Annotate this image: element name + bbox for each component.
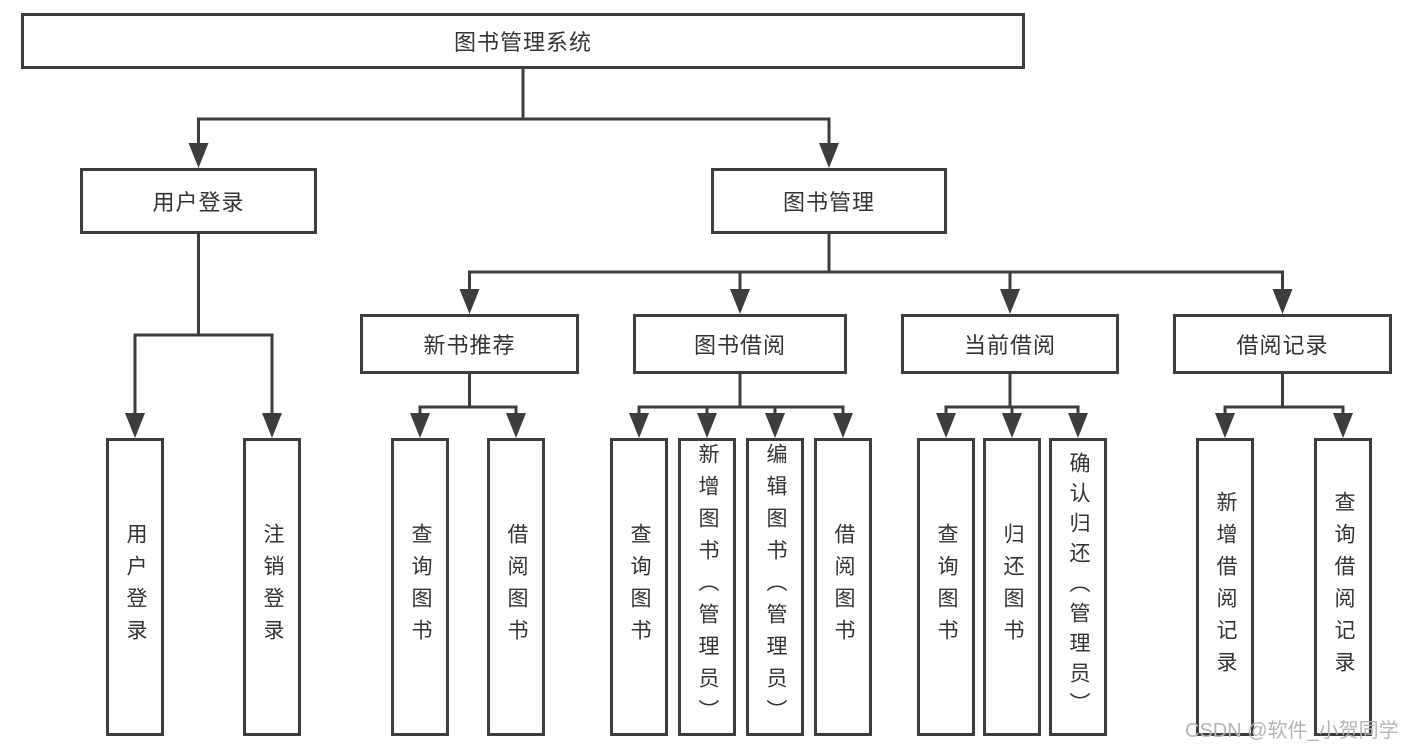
arrowhead-icon: [936, 413, 956, 438]
node-current-borrowing: 当前借阅: [901, 314, 1119, 374]
node-user-login: 用户登录: [80, 168, 317, 234]
connector-line: [197, 117, 831, 158]
leaf-query-books: 查询图书: [917, 438, 975, 736]
leaf-return-books: 归还图书: [983, 438, 1041, 736]
arrowhead-icon: [1002, 413, 1022, 438]
node-borrowing-records: 借阅记录: [1173, 314, 1392, 374]
connector-line: [418, 405, 518, 428]
arrowhead-icon: [1333, 413, 1353, 438]
arrowhead-icon: [410, 413, 430, 438]
leaf-query-books: 查询图书: [610, 438, 668, 736]
arrowhead-icon: [459, 289, 480, 314]
arrowhead-icon: [1068, 413, 1088, 438]
connector-line: [1223, 405, 1345, 428]
leaf-user-login: 用户登录: [106, 438, 164, 736]
leaf-query-books: 查询图书: [391, 438, 449, 736]
arrowhead-icon: [506, 413, 526, 438]
leaf-query-borrow-record: 查询借阅记录: [1314, 438, 1372, 736]
leaf-add-borrow-record: 新增借阅记录: [1196, 438, 1254, 736]
arrowhead-icon: [1000, 289, 1020, 314]
arrowhead-icon: [1272, 289, 1293, 314]
connector-line: [133, 333, 274, 428]
leaf-borrow-books: 借阅图书: [487, 438, 545, 736]
node-book-borrowing: 图书借阅: [633, 314, 847, 374]
node-new-book-recommendation: 新书推荐: [360, 314, 579, 374]
leaf-borrow-books: 借阅图书: [814, 438, 872, 736]
arrowhead-icon: [125, 413, 145, 438]
arrowhead-icon: [819, 143, 839, 168]
arrowhead-icon: [1215, 413, 1235, 438]
leaf-confirm-return-admin: 确认归还（管理员）: [1049, 438, 1107, 736]
connector-line: [468, 270, 1284, 304]
node-book-management: 图书管理: [711, 168, 947, 234]
arrowhead-icon: [833, 413, 853, 438]
arrowhead-icon: [262, 413, 282, 438]
arrowhead-icon: [188, 143, 209, 168]
leaf-logout-login: 注销登录: [243, 438, 301, 736]
leaf-edit-books-admin: 编辑图书（管理员）: [746, 438, 804, 736]
connector-line: [637, 405, 845, 428]
leaf-add-books-admin: 新增图书（管理员）: [678, 438, 736, 736]
arrowhead-icon: [730, 289, 750, 314]
arrowhead-icon: [765, 413, 785, 438]
watermark: CSDN @软件_小贺同学: [1185, 720, 1399, 742]
arrowhead-icon: [629, 413, 649, 438]
node-library-system: 图书管理系统: [21, 13, 1025, 69]
arrowhead-icon: [697, 413, 717, 438]
